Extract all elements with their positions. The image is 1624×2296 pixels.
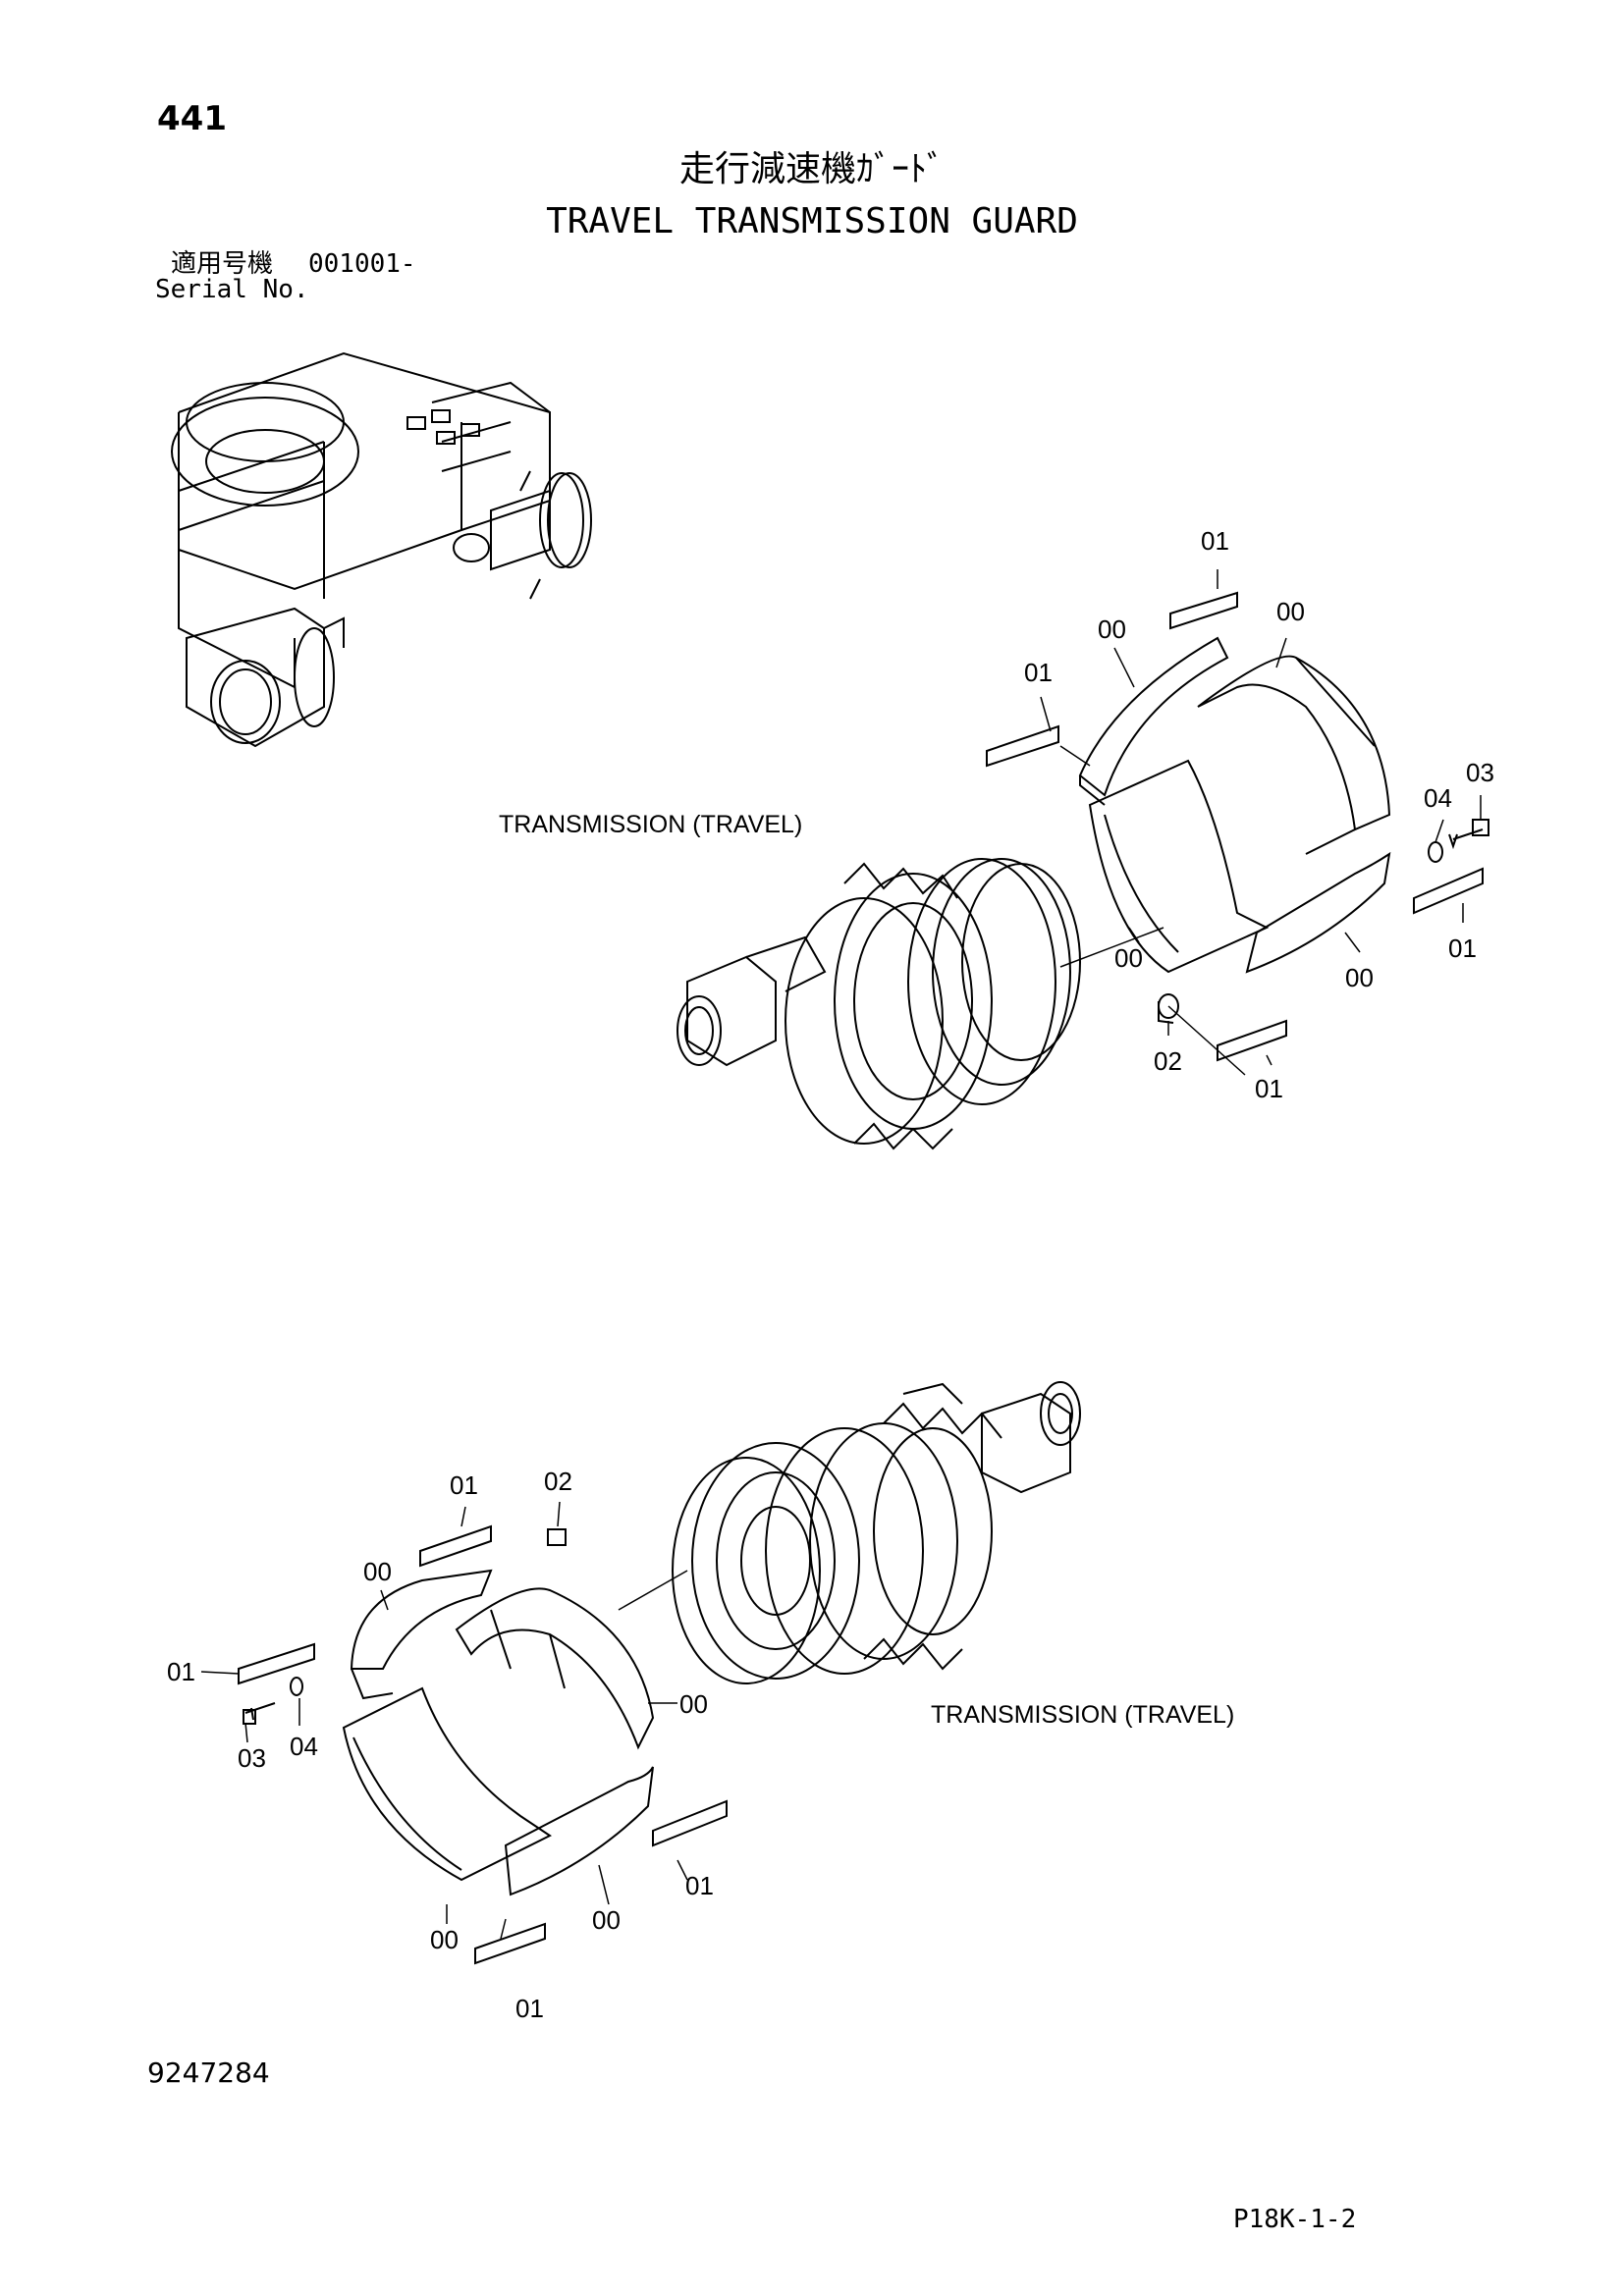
- page-number: 441: [157, 99, 227, 138]
- serial-label-japanese: 適用号機: [171, 249, 274, 279]
- upper-assembly-label: TRANSMISSION (TRAVEL): [499, 811, 802, 838]
- callout-upper-02: 02: [1154, 1046, 1182, 1076]
- callout-lower-00-right: 00: [679, 1689, 708, 1719]
- lower-assembly-label: TRANSMISSION (TRAVEL): [931, 1701, 1234, 1729]
- callout-upper-01-top: 01: [1201, 526, 1229, 556]
- callout-lower-01-bottom: 01: [515, 1994, 544, 2023]
- upper-guard-shells: [1078, 636, 1391, 974]
- callout-lower-02: 02: [544, 1467, 572, 1496]
- callout-lower-04: 04: [290, 1732, 318, 1761]
- lower-transmission-illustration: [672, 1381, 1081, 1684]
- callout-upper-00-lower-left: 00: [1114, 943, 1143, 973]
- callout-lower-01-top: 01: [450, 1470, 478, 1500]
- upper-callouts: 01 00 00 01 04 03 00 00 01 02 01: [1024, 526, 1494, 1103]
- upper-transmission-illustration: [677, 858, 1081, 1150]
- callout-upper-00-right: 00: [1276, 597, 1305, 626]
- upper-plates: [986, 591, 1484, 1062]
- lower-plates: [238, 1524, 728, 1965]
- callout-upper-00-left: 00: [1098, 614, 1126, 644]
- upper-leader-lines: [1040, 569, 1482, 1076]
- callout-upper-00-lower-right: 00: [1345, 963, 1374, 992]
- callout-lower-03: 03: [238, 1743, 266, 1773]
- serial-label-english: Serial No.: [155, 275, 309, 304]
- callout-lower-00-bottom-left: 00: [430, 1925, 459, 1954]
- lower-callouts: 01 02 00 01 00 03 04 01 00 00 01: [167, 1467, 714, 2023]
- callout-upper-01-bottom: 01: [1255, 1074, 1283, 1103]
- callout-upper-04: 04: [1424, 783, 1452, 813]
- lower-fasteners: [243, 1528, 567, 1725]
- callout-lower-01-left: 01: [167, 1657, 195, 1686]
- callout-lower-00-top-left: 00: [363, 1557, 392, 1586]
- lower-guard-shells: [342, 1569, 655, 1896]
- upper-fasteners: [1158, 819, 1489, 1024]
- callout-upper-03: 03: [1466, 758, 1494, 787]
- serial-number-value: 001001-: [308, 249, 416, 279]
- page-code: P18K-1-2: [1233, 2205, 1357, 2234]
- page-title-japanese: 走行減速機ｶﾞｰﾄﾞ: [678, 149, 945, 189]
- callout-upper-01-left: 01: [1024, 658, 1053, 687]
- callout-lower-00-bottom-right: 00: [592, 1905, 621, 1935]
- undercarriage-overview-illustration: [171, 351, 592, 748]
- callout-upper-01-right: 01: [1448, 934, 1477, 963]
- callout-lower-01-right: 01: [685, 1871, 714, 1900]
- page-title-english: TRAVEL TRANSMISSION GUARD: [546, 201, 1078, 241]
- lower-leader-lines: [200, 1501, 688, 1940]
- drawing-number: 9247284: [147, 2056, 270, 2089]
